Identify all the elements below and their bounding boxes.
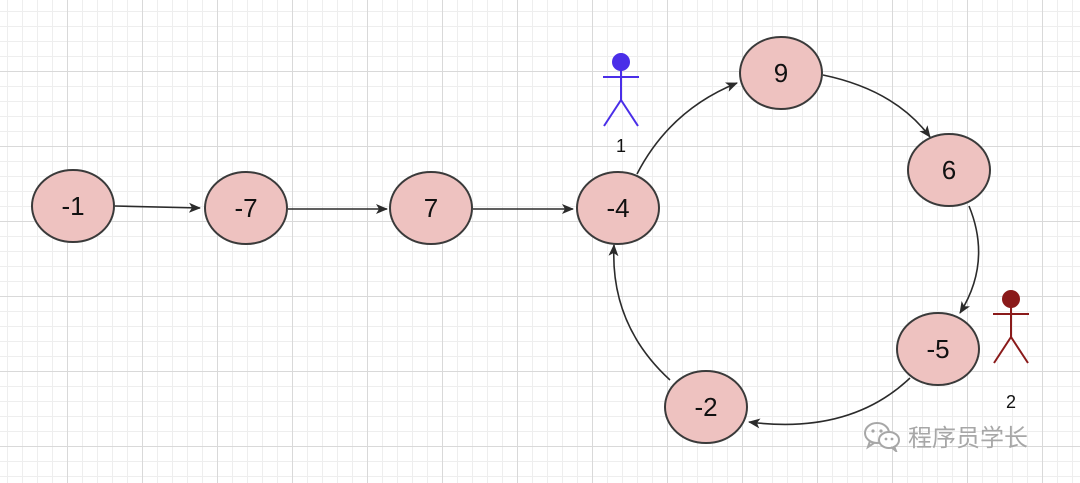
- node-label: 6: [942, 155, 956, 185]
- pointer-label: 1: [616, 136, 626, 156]
- stick-figure-icon: [603, 53, 639, 127]
- stick-figure-icon: [993, 290, 1029, 364]
- wechat-icon: [864, 421, 900, 452]
- edges: [114, 74, 980, 429]
- node-label: 7: [424, 193, 438, 223]
- node-label: -4: [606, 193, 629, 223]
- edge-n7-n8: [748, 377, 911, 429]
- node-label: -5: [926, 334, 949, 364]
- list-node-cycle-entry: -4: [576, 171, 660, 245]
- watermark: 程序员学长: [862, 418, 1028, 453]
- edge-n1-n2: [114, 202, 201, 213]
- nodes: -1 -7 7 -4 9 6: [31, 36, 991, 444]
- edge-n6-n7: [959, 205, 980, 314]
- node-label: -1: [61, 191, 84, 221]
- edge-n4-n5: [636, 82, 738, 175]
- node-label: 9: [774, 58, 788, 88]
- edge-n8-n4: [608, 244, 671, 381]
- list-node: -7: [204, 171, 288, 245]
- list-node: -1: [31, 169, 115, 243]
- list-node: 7: [389, 171, 473, 245]
- edge-n5-n6: [822, 74, 931, 138]
- pointer-2: 2: [993, 290, 1029, 412]
- node-label: -7: [234, 193, 257, 223]
- node-label: -2: [694, 392, 717, 422]
- list-node: 6: [907, 133, 991, 207]
- list-node: -5: [896, 312, 980, 386]
- pointer-label: 2: [1006, 392, 1016, 412]
- list-node: 9: [739, 36, 823, 110]
- list-node: -2: [664, 370, 748, 444]
- pointer-1: 1: [603, 53, 639, 156]
- watermark-text: 程序员学长: [908, 424, 1028, 452]
